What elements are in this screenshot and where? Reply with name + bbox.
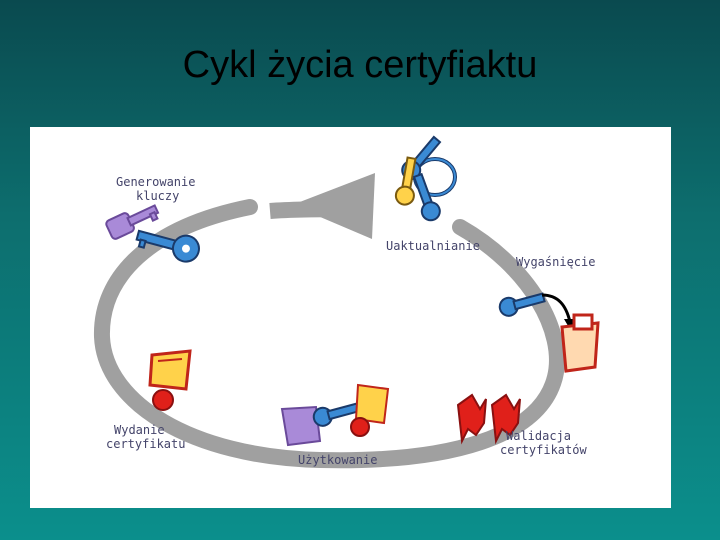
- stage-label-update: Uaktualnianie: [386, 239, 480, 253]
- stage-label-key-generation: Generowanie kluczy: [116, 175, 196, 203]
- waste-basket-icon: [560, 313, 600, 373]
- stage-label-validation: Walidacja certyfikatów: [500, 429, 587, 457]
- stage-label-usage: Użytkowanie: [298, 453, 378, 467]
- lifecycle-diagram: [93, 135, 600, 469]
- validation-seals-icon: [456, 393, 521, 445]
- issued-certificate-icon: [148, 349, 192, 411]
- cycle-arrow: [93, 173, 565, 469]
- stage-label-expiration: Wygaśnięcie: [516, 255, 596, 269]
- arrowhead-icon: [292, 173, 375, 239]
- cycle-ring: [93, 199, 565, 469]
- key-pair-icon: [105, 204, 200, 263]
- key-ring-icon: [394, 135, 457, 222]
- slide-title: Cykl życia certyfiaktu: [182, 44, 538, 86]
- expired-key-icon: [498, 292, 600, 373]
- stage-label-issuance: Wydanie certyfikatu: [106, 423, 186, 451]
- usage-icon: [280, 383, 390, 447]
- diagram-panel: Generowanie kluczy Uaktualnianie Wygaśni…: [30, 127, 671, 508]
